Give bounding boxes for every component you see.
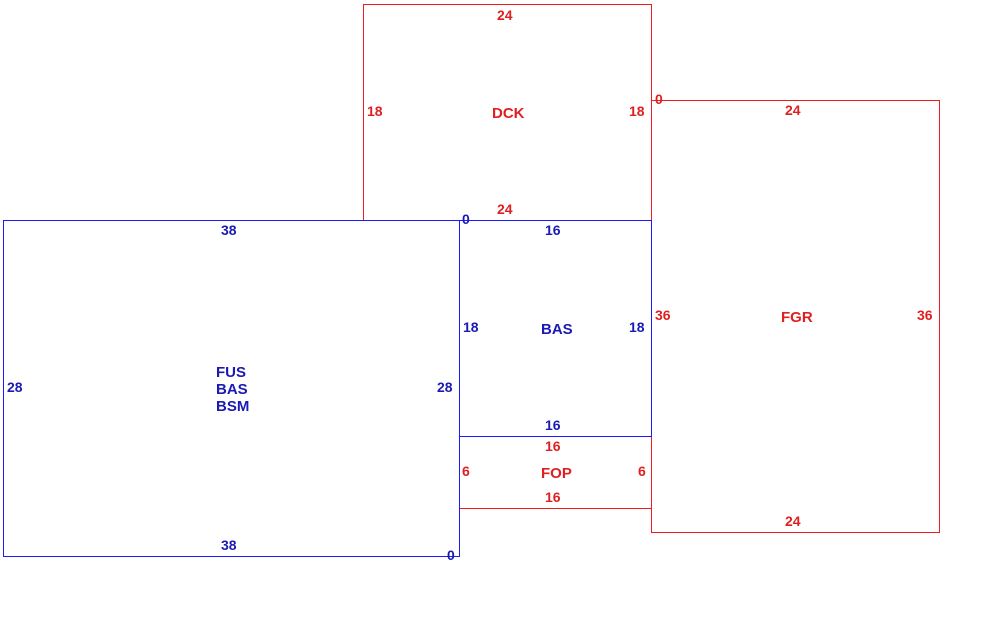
fop-right-dimension: 6: [638, 463, 646, 479]
bas-left-dimension: 18: [463, 319, 479, 335]
fus-bottom-dimension: 38: [221, 537, 237, 553]
fus-room-name-2: BAS: [216, 381, 248, 398]
fus-left-dimension: 28: [7, 379, 23, 395]
bas-top-dimension: 16: [545, 222, 561, 238]
fus-corner-top-value: 0: [462, 211, 470, 227]
fop-left-dimension: 6: [462, 463, 470, 479]
dck-corner-value: 0: [655, 91, 663, 107]
fus-top-dimension: 38: [221, 222, 237, 238]
fgr-right-dimension: 36: [917, 307, 933, 323]
fgr-room-name: FGR: [781, 309, 813, 326]
fgr-left-dimension: 36: [655, 307, 671, 323]
room-bas: [459, 220, 652, 437]
fus-room-name-3: BSM: [216, 398, 250, 415]
fus-right-dimension: 28: [437, 379, 453, 395]
fop-bottom-dimension: 16: [545, 489, 561, 505]
dck-left-dimension: 18: [367, 103, 383, 119]
dck-bottom-dimension: 24: [497, 201, 513, 217]
fus-room-name: FUS: [216, 364, 246, 381]
dck-top-dimension: 24: [497, 7, 513, 23]
dck-room-name: DCK: [492, 105, 525, 122]
fop-top-dimension: 16: [545, 438, 561, 454]
bas-right-dimension: 18: [629, 319, 645, 335]
fgr-bottom-dimension: 24: [785, 513, 801, 529]
bas-bottom-dimension: 16: [545, 417, 561, 433]
fgr-top-dimension: 24: [785, 102, 801, 118]
fop-room-name: FOP: [541, 465, 572, 482]
fus-corner-bottom-value: 0: [447, 547, 455, 563]
dck-right-dimension: 18: [629, 103, 645, 119]
bas-room-name: BAS: [541, 321, 573, 338]
